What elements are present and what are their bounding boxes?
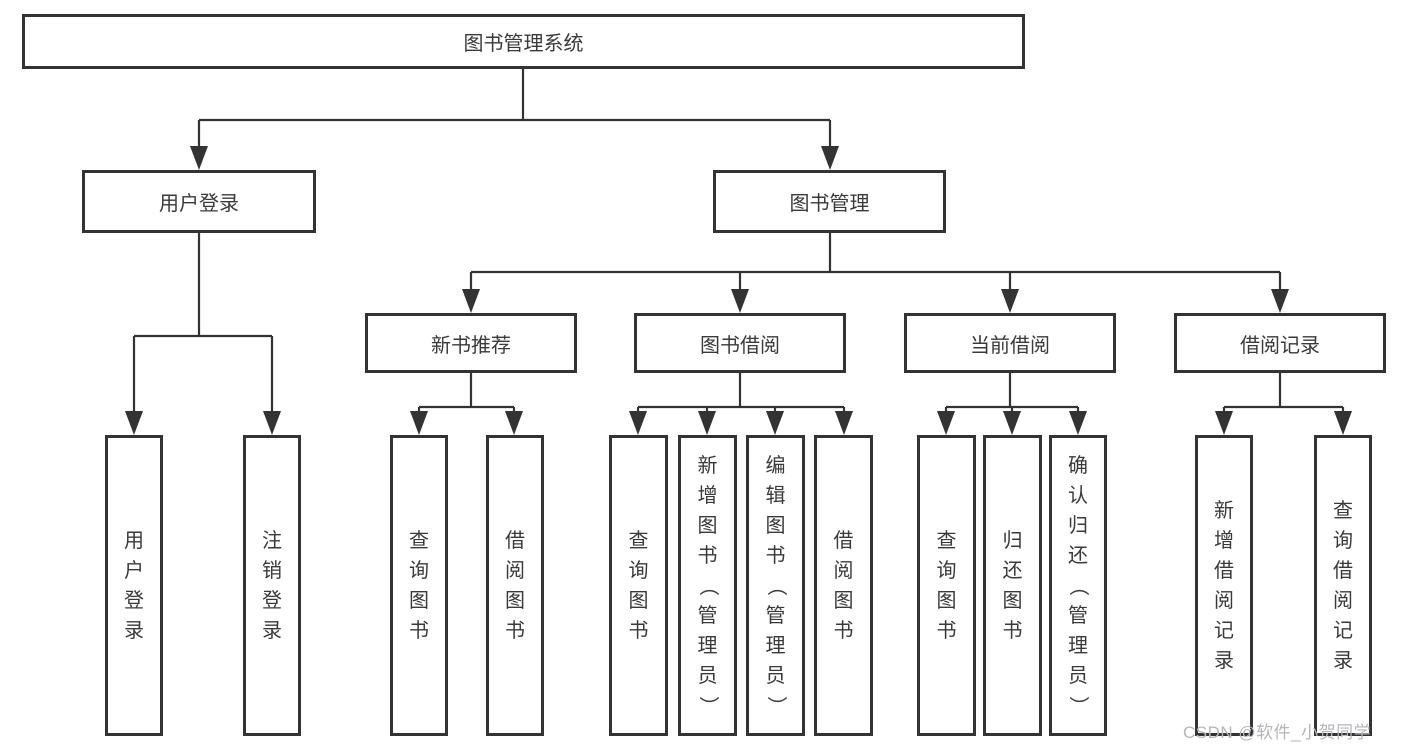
leaf-query-borrow-record-label: 查询借阅记录 <box>1333 499 1353 672</box>
leaf-add-borrow-record-label: 新增借阅记录 <box>1214 499 1234 672</box>
leaf-borrow-query-label: 查询图书 <box>628 529 649 642</box>
node-user-login: 用户登录 <box>82 170 316 233</box>
connector-user-login-children <box>125 233 281 435</box>
node-borrow-records-label: 借阅记录 <box>1240 334 1320 357</box>
leaf-current-query-label: 查询图书 <box>936 529 957 642</box>
node-book-management-label: 图书管理 <box>789 193 870 215</box>
watermark-text: CSDN @软件_小贺同学 <box>1183 723 1372 742</box>
node-user-login-label: 用户登录 <box>159 193 239 215</box>
leaf-newbooks-query: 查询图书 <box>390 435 448 736</box>
leaf-borrow-book-label: 借阅图书 <box>833 529 854 642</box>
connector-root-to-level2 <box>190 69 839 170</box>
leaf-add-book-admin-label: 新增图书（管理员） <box>696 454 719 716</box>
connector-borrow-records-children <box>1215 373 1352 435</box>
node-current-borrow-label: 当前借阅 <box>970 334 1050 357</box>
leaf-add-book-admin: 新增图书（管理员） <box>678 435 737 736</box>
connector-book-management-children <box>462 233 1289 313</box>
connector-book-borrow-children <box>629 373 853 435</box>
node-new-books: 新书推荐 <box>365 313 577 373</box>
leaf-user-login: 用户登录 <box>105 435 163 736</box>
leaf-borrow-query: 查询图书 <box>609 435 668 736</box>
connector-new-books-children <box>410 373 523 435</box>
leaf-return-book-label: 归还图书 <box>1002 529 1023 642</box>
node-root: 图书管理系统 <box>22 14 1025 69</box>
leaf-current-query: 查询图书 <box>917 435 976 736</box>
leaf-logout-label: 注销登录 <box>262 529 282 642</box>
leaf-return-book: 归还图书 <box>983 435 1042 736</box>
leaf-confirm-return-admin-label: 确认归还（管理员） <box>1067 454 1089 716</box>
leaf-newbooks-borrow-label: 借阅图书 <box>505 529 525 642</box>
node-borrow-records: 借阅记录 <box>1174 313 1386 373</box>
leaf-newbooks-borrow: 借阅图书 <box>486 435 544 736</box>
leaf-user-login-label: 用户登录 <box>124 529 144 642</box>
leaf-logout: 注销登录 <box>243 435 301 736</box>
node-book-management: 图书管理 <box>713 170 946 233</box>
node-current-borrow: 当前借阅 <box>904 313 1116 373</box>
node-book-borrow-label: 图书借阅 <box>700 334 780 357</box>
leaf-confirm-return-admin: 确认归还（管理员） <box>1049 435 1107 736</box>
leaf-edit-book-admin-label: 编辑图书（管理员） <box>764 454 787 716</box>
connector-current-borrow-children <box>937 373 1087 435</box>
node-book-borrow: 图书借阅 <box>634 313 846 373</box>
node-root-label: 图书管理系统 <box>463 33 584 55</box>
leaf-add-borrow-record: 新增借阅记录 <box>1195 435 1253 736</box>
leaf-newbooks-query-label: 查询图书 <box>409 529 429 642</box>
leaf-borrow-book: 借阅图书 <box>814 435 873 736</box>
leaf-query-borrow-record: 查询借阅记录 <box>1314 435 1372 736</box>
node-new-books-label: 新书推荐 <box>431 334 511 357</box>
leaf-edit-book-admin: 编辑图书（管理员） <box>746 435 805 736</box>
